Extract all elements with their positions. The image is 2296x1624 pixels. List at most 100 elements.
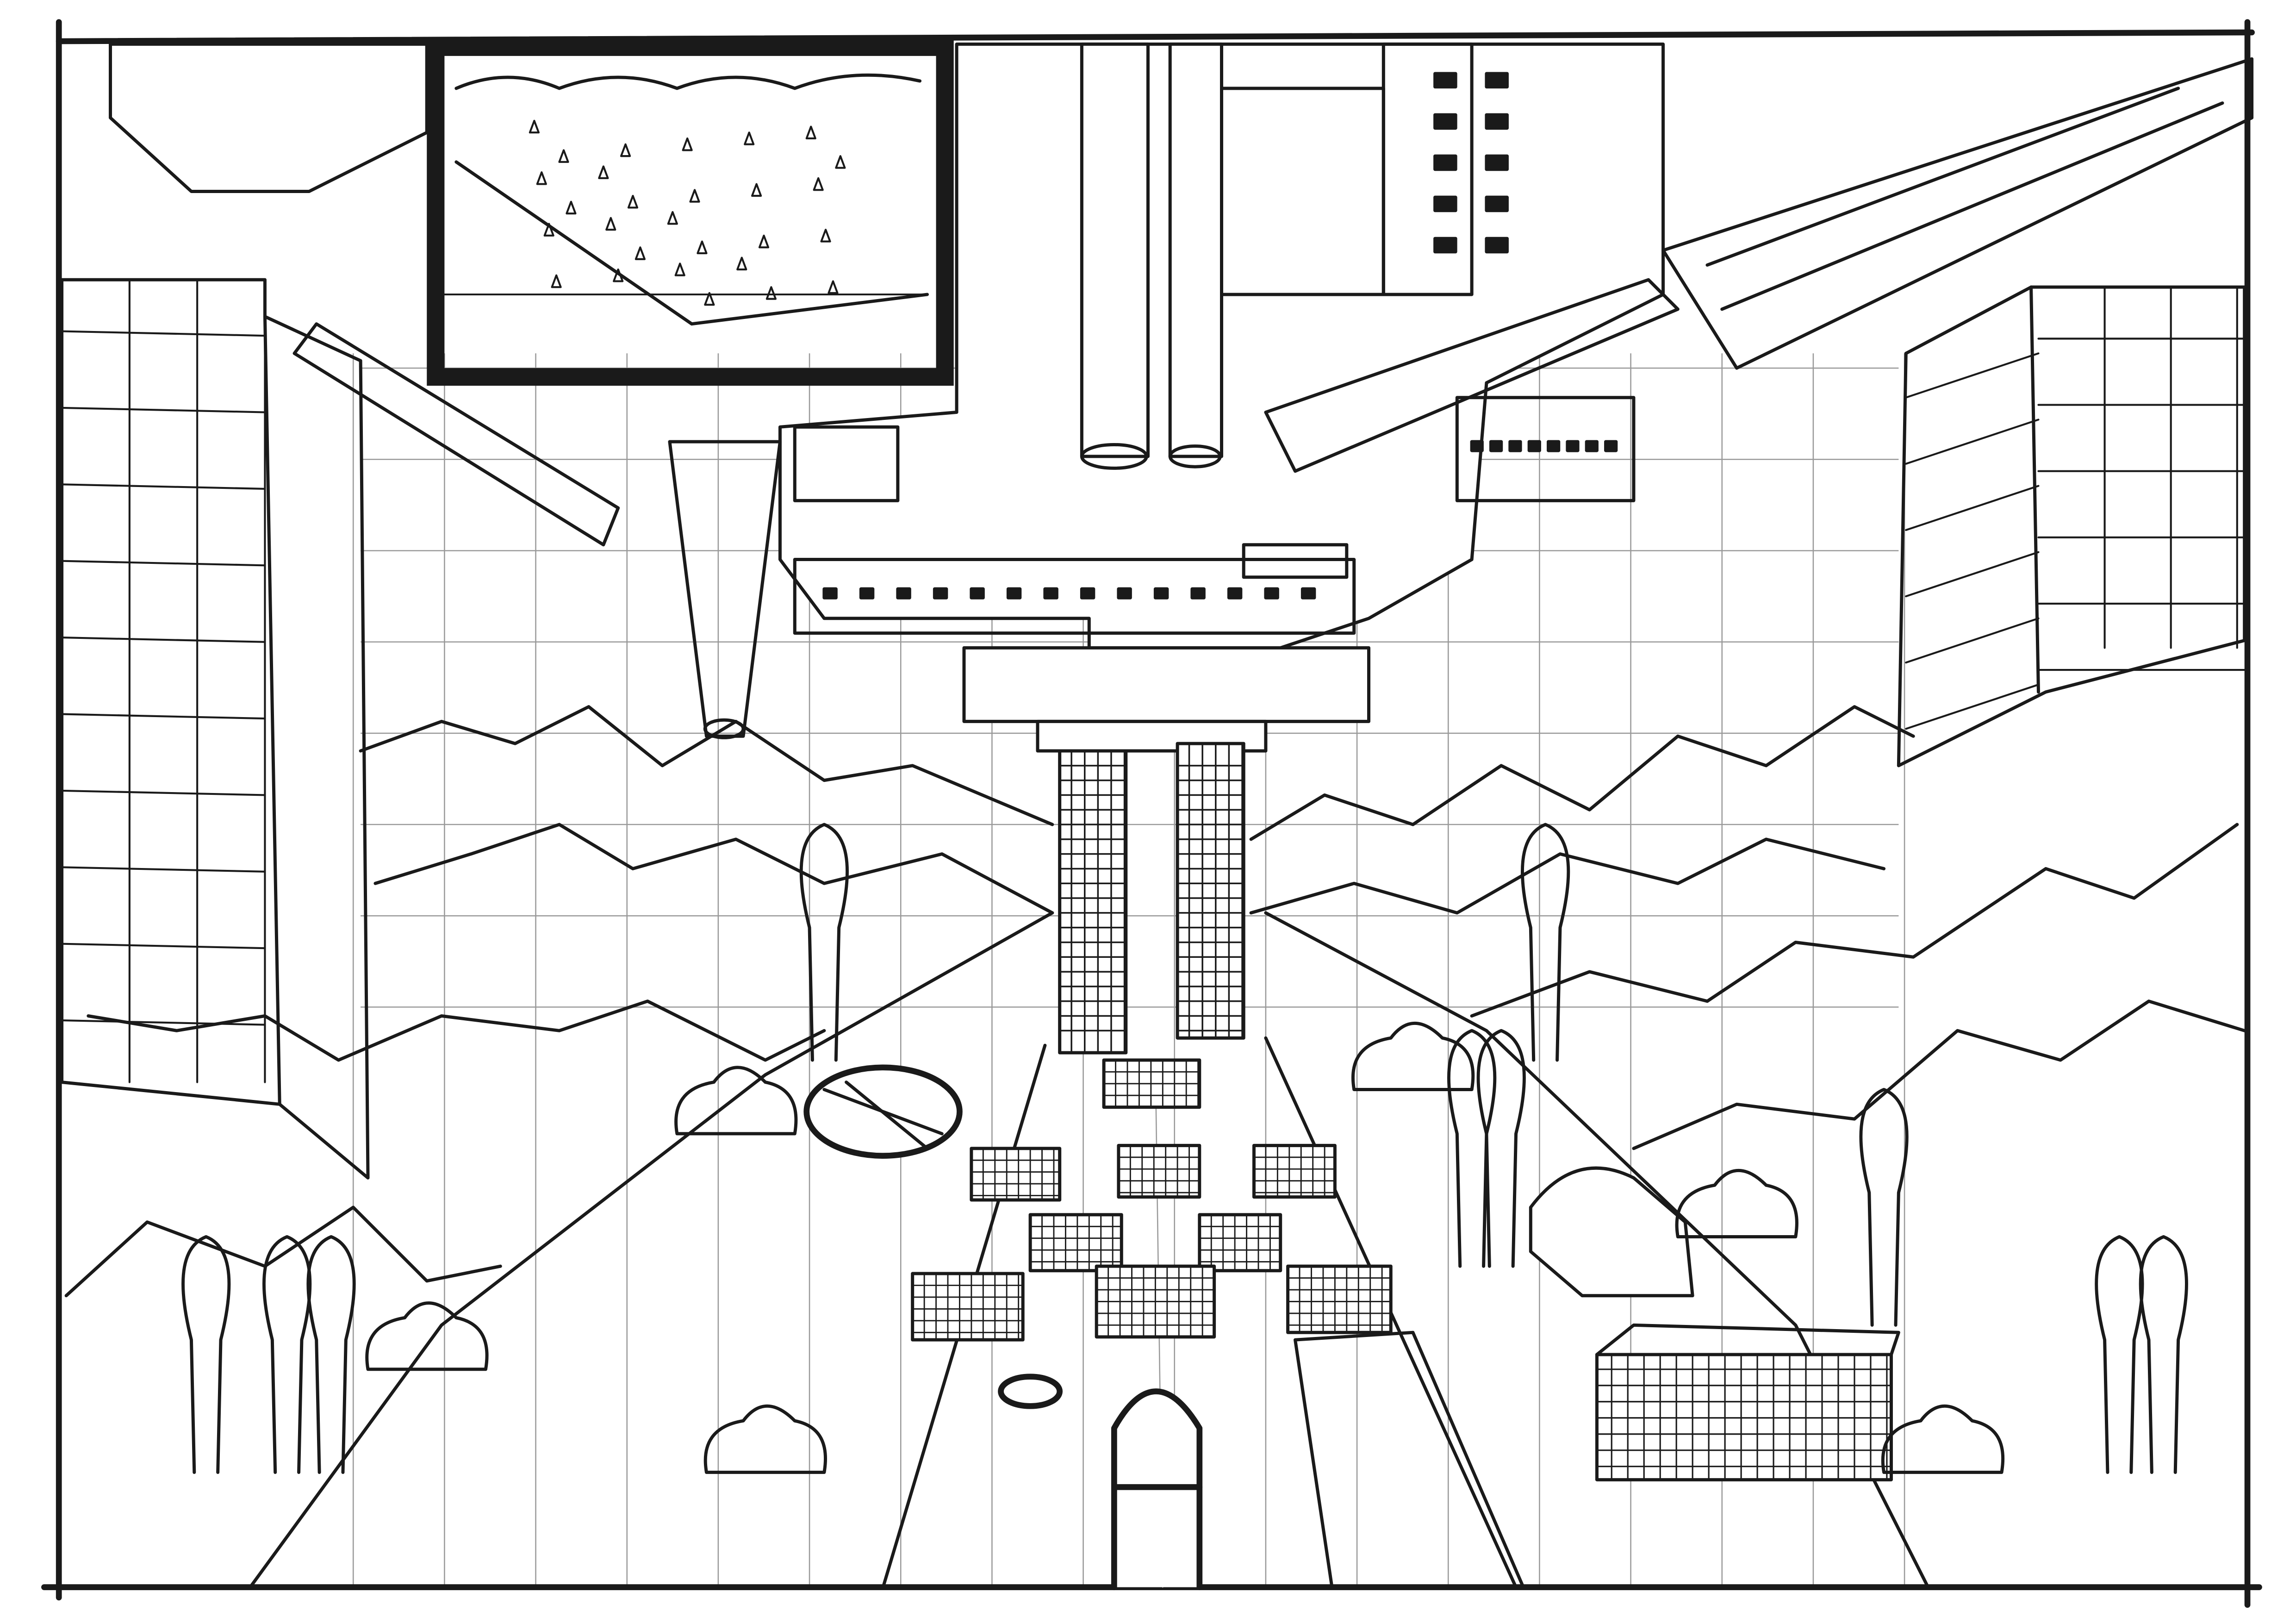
window <box>1485 72 1509 89</box>
window-line <box>61 330 266 337</box>
window <box>1153 587 1169 600</box>
window-line <box>61 943 266 949</box>
window <box>1006 587 1022 600</box>
window <box>970 587 985 600</box>
window <box>1264 587 1279 600</box>
window <box>859 587 875 600</box>
window <box>1566 440 1580 452</box>
tree <box>1476 1029 1526 1268</box>
window-line <box>1905 683 2040 730</box>
crowd-figure <box>605 217 616 231</box>
window <box>1433 154 1457 171</box>
window <box>1080 587 1095 600</box>
crowd-figure <box>765 286 777 300</box>
bush <box>1675 1169 1798 1239</box>
window-line <box>1905 617 2040 664</box>
window <box>1508 440 1522 452</box>
crowd-figure <box>667 211 678 225</box>
window-line <box>61 483 266 490</box>
window <box>1585 440 1599 452</box>
crowd-figure <box>704 292 715 306</box>
window <box>1433 195 1457 212</box>
crowd-figure <box>536 171 547 185</box>
window <box>1604 440 1618 452</box>
crowd-figure <box>744 131 755 145</box>
hanging-megastructure <box>109 42 2254 739</box>
window <box>1485 154 1509 171</box>
window <box>1227 587 1243 600</box>
left-grid-building <box>60 278 370 1180</box>
window-line <box>61 560 266 567</box>
window <box>1190 587 1206 600</box>
crowd-figure <box>566 200 577 215</box>
window <box>1433 237 1457 254</box>
bush <box>1351 1022 1475 1092</box>
window <box>822 587 838 600</box>
greenhouse-dome <box>1529 1166 1900 1481</box>
window-line <box>61 1019 266 1026</box>
bush <box>674 1066 798 1136</box>
floating-pod <box>803 1064 963 1159</box>
ground-block <box>1286 1264 1393 1334</box>
window <box>896 587 911 600</box>
ground-block <box>911 1272 1025 1342</box>
tree-cluster <box>181 823 2188 1474</box>
crowd-figure <box>674 262 685 276</box>
window-line <box>61 713 266 720</box>
crowd-figure <box>835 155 846 169</box>
window <box>1043 587 1058 600</box>
ground-blocks <box>911 1058 1393 1342</box>
window-line <box>61 406 266 413</box>
crowd-figure <box>805 125 816 140</box>
right-grid-building <box>1897 285 2246 768</box>
window-line <box>1905 485 2040 531</box>
billboard-screen <box>427 38 954 386</box>
bush <box>1881 1404 2005 1474</box>
window-line <box>1905 352 2040 399</box>
central-tower <box>962 646 1371 1055</box>
crowd-figure <box>620 143 631 157</box>
crowd-figure <box>697 240 708 255</box>
crowd-figure <box>613 268 624 282</box>
crowd-figure <box>758 234 770 249</box>
window-line <box>1905 418 2040 465</box>
window-line <box>61 637 266 643</box>
bush <box>365 1301 489 1371</box>
window <box>1527 440 1541 452</box>
window <box>1470 440 1484 452</box>
tree <box>1521 823 1570 1062</box>
window-line <box>61 866 266 873</box>
window-line <box>61 789 266 796</box>
crowd-figure <box>813 177 824 191</box>
ground-block <box>1117 1143 1201 1199</box>
crowd-figure <box>682 137 693 151</box>
crowd-figure <box>751 183 762 197</box>
crowd-figure <box>820 229 831 243</box>
ground-block <box>1252 1143 1337 1199</box>
crowd-figure <box>598 165 609 179</box>
tree <box>1859 1088 1909 1327</box>
crowd-figure <box>529 119 540 134</box>
tree <box>181 1235 231 1474</box>
capsule-structure <box>998 1374 1203 1590</box>
window <box>1485 113 1509 130</box>
mountain-ridges <box>64 705 2246 1298</box>
tree <box>2139 1235 2188 1474</box>
crowd-figure <box>828 280 839 294</box>
window <box>1546 440 1561 452</box>
window <box>1489 440 1503 452</box>
bush <box>703 1404 828 1474</box>
window <box>1485 195 1509 212</box>
window <box>1117 587 1132 600</box>
crowd-figure <box>736 256 747 271</box>
window-line <box>1905 551 2040 598</box>
window <box>933 587 948 600</box>
tree <box>306 1235 356 1474</box>
crowd-figure <box>627 194 639 209</box>
ground-block <box>970 1147 1062 1202</box>
window <box>1433 72 1457 89</box>
crowd-figure <box>543 223 554 237</box>
window <box>1300 587 1316 600</box>
window <box>1485 237 1509 254</box>
